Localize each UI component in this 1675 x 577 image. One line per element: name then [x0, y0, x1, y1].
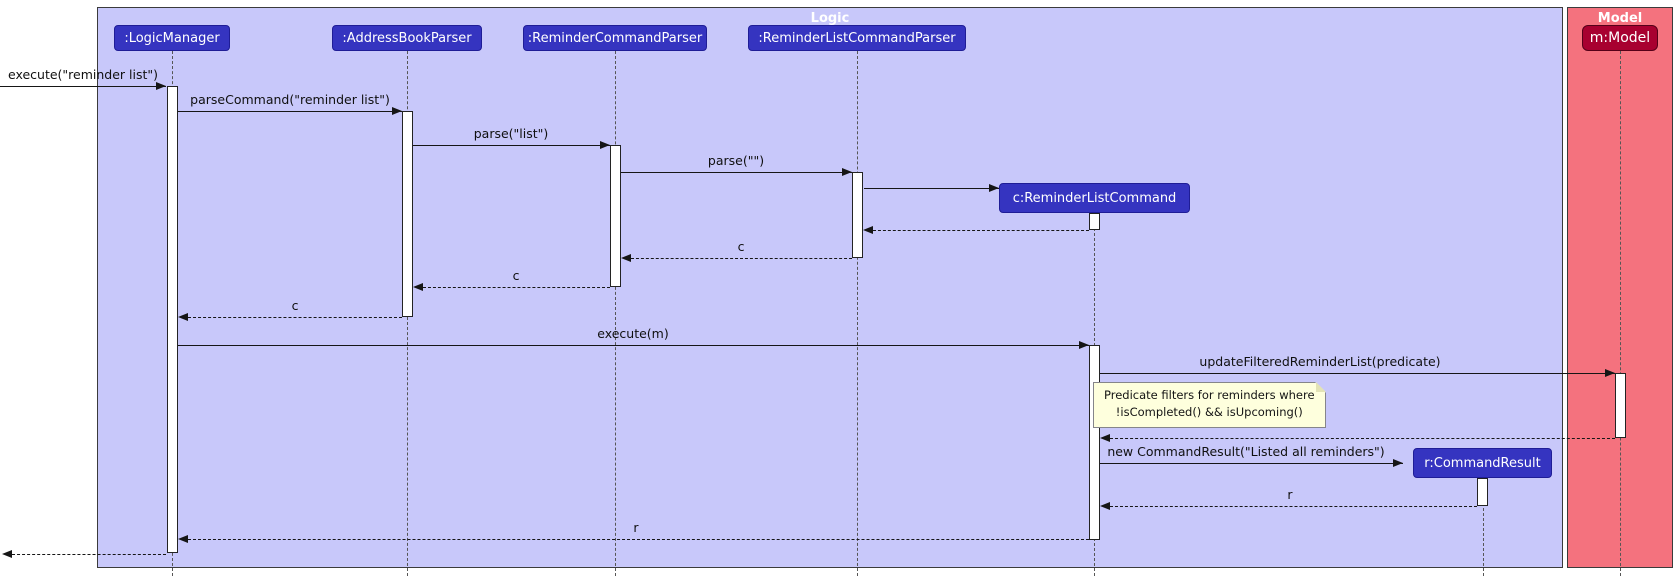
message-return-r1-label: r	[1287, 487, 1293, 502]
participant-logic-manager-label: :LogicManager	[124, 30, 220, 46]
message-new-command-result-label: new CommandResult("Listed all reminders"…	[1107, 444, 1385, 459]
predicate-note: Predicate filters for reminders where !i…	[1093, 382, 1326, 428]
arrowhead-left-icon	[178, 535, 188, 543]
message-model-return-line	[1110, 438, 1615, 439]
message-parse-list-line	[413, 145, 610, 146]
message-return-c3-line	[188, 317, 402, 318]
activation-reminder-list-command	[1089, 345, 1100, 540]
arrowhead-left-icon	[413, 283, 423, 291]
message-return-c2-line	[423, 287, 610, 288]
participant-reminder-list-command: c:ReminderListCommand	[999, 183, 1190, 213]
model-frame-title: Model	[1597, 11, 1643, 26]
message-return-c3-label: c	[291, 298, 299, 313]
participant-reminder-command-parser: :ReminderCommandParser	[523, 25, 707, 51]
message-execute-m-line	[178, 345, 1089, 346]
logic-frame-title: Logic	[810, 11, 850, 26]
participant-logic-manager: :LogicManager	[114, 25, 230, 51]
arrowhead-right-icon	[600, 141, 610, 149]
message-parse-command-line	[178, 111, 402, 112]
lifeline-reminder-command-parser	[615, 51, 616, 576]
arrowhead-right-icon	[156, 82, 166, 90]
participant-reminder-list-command-parser-label: :ReminderListCommandParser	[758, 30, 956, 46]
message-create-return-line	[873, 230, 1089, 231]
participant-reminder-list-command-parser: :ReminderListCommandParser	[748, 25, 966, 51]
logic-frame	[97, 7, 1563, 568]
arrowhead-right-icon	[1393, 459, 1403, 467]
lifeline-model	[1620, 51, 1621, 576]
message-return-c2-label: c	[512, 268, 520, 283]
message-return-r2-label: r	[633, 520, 639, 535]
arrowhead-right-icon	[842, 168, 852, 176]
activation-reminder-list-command-create	[1089, 213, 1100, 230]
arrowhead-right-icon	[1079, 341, 1089, 349]
message-execute-label: execute("reminder list")	[7, 67, 159, 82]
arrowhead-left-icon	[621, 254, 631, 262]
arrowhead-left-icon	[1100, 502, 1110, 510]
message-execute-m-label: execute(m)	[597, 326, 669, 341]
message-parse-command-label: parseCommand("reminder list")	[190, 92, 390, 107]
message-parse-list-label: parse("list")	[473, 126, 549, 141]
arrowhead-left-icon	[1100, 434, 1110, 442]
activation-address-book-parser	[402, 111, 413, 317]
arrowhead-left-icon	[863, 226, 873, 234]
message-return-c1-line	[631, 258, 852, 259]
message-parse-empty-line	[621, 172, 852, 173]
message-parse-empty-label: parse("")	[707, 153, 765, 168]
participant-model-label: m:Model	[1589, 30, 1651, 46]
message-return-r2-line	[188, 539, 1089, 540]
message-update-filtered-label: updateFilteredReminderList(predicate)	[1199, 354, 1441, 369]
message-return-r1-line	[1110, 506, 1477, 507]
activation-reminder-command-parser	[610, 145, 621, 287]
arrowhead-right-icon	[1605, 369, 1615, 377]
participant-address-book-parser-label: :AddressBookParser	[342, 30, 472, 46]
message-create-command-line	[864, 188, 999, 189]
participant-command-result-label: r:CommandResult	[1424, 455, 1541, 471]
note-line-2: !isCompleted() && isUpcoming()	[1115, 405, 1303, 420]
lifeline-command-result	[1483, 478, 1484, 576]
message-new-command-result-line	[1100, 463, 1403, 464]
participant-address-book-parser: :AddressBookParser	[332, 25, 482, 51]
activation-reminder-list-command-parser	[852, 172, 863, 258]
message-return-c1-label: c	[737, 239, 745, 254]
participant-command-result: r:CommandResult	[1413, 448, 1552, 478]
arrowhead-right-icon	[989, 184, 999, 192]
activation-command-result	[1477, 478, 1488, 506]
activation-model	[1615, 373, 1626, 438]
note-line-1: Predicate filters for reminders where	[1104, 388, 1315, 402]
arrowhead-left-icon	[2, 550, 12, 558]
message-execute-line	[0, 86, 166, 87]
arrowhead-left-icon	[178, 313, 188, 321]
participant-reminder-list-command-label: c:ReminderListCommand	[1012, 190, 1177, 206]
message-update-filtered-line	[1100, 373, 1615, 374]
note-fold-icon	[1315, 382, 1326, 392]
arrowhead-right-icon	[392, 107, 402, 115]
participant-reminder-command-parser-label: :ReminderCommandParser	[527, 30, 703, 46]
activation-logic-manager	[167, 86, 178, 553]
message-final-return-line	[12, 554, 166, 555]
lifeline-reminder-list-command-parser	[857, 51, 858, 576]
participant-model: m:Model	[1582, 25, 1658, 51]
